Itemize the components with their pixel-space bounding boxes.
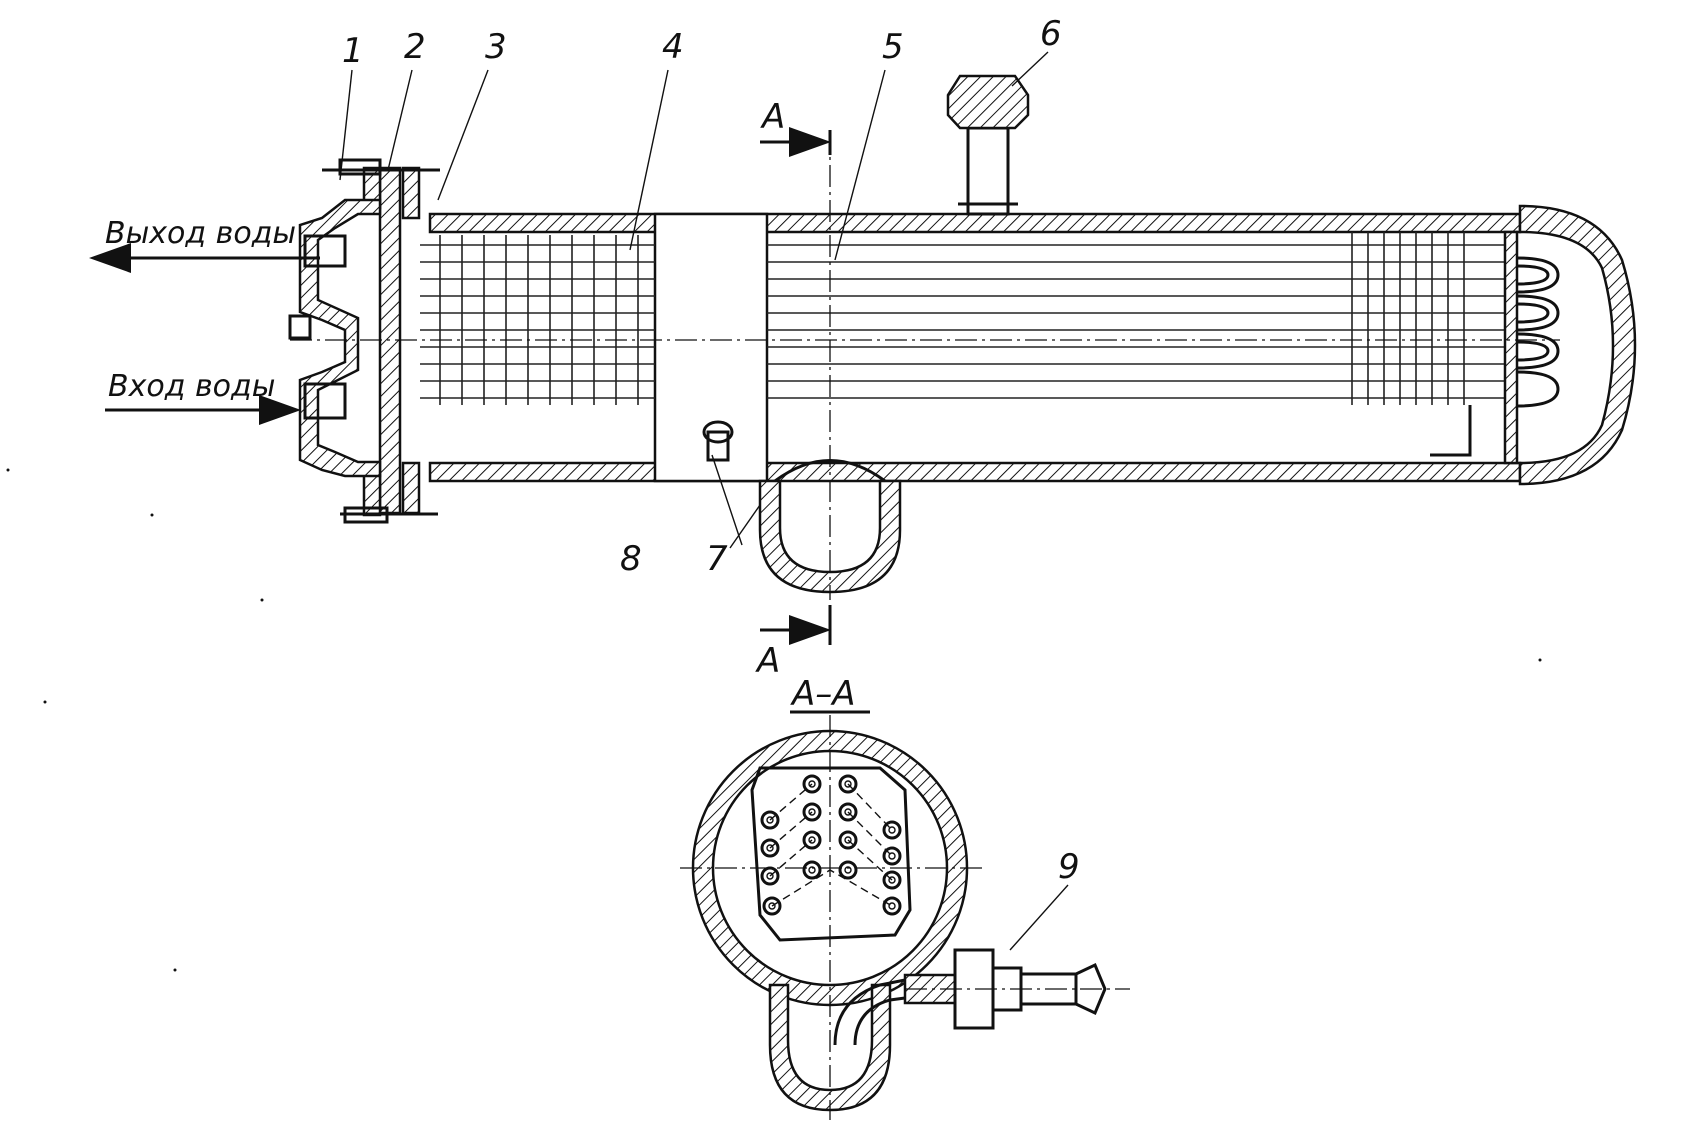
- callout-1: 1: [342, 31, 364, 71]
- callout-4: 4: [662, 27, 684, 67]
- tube-plate: [750, 766, 912, 942]
- callout-leaders: [339, 51, 1049, 549]
- shell-top-wall: [428, 212, 1522, 234]
- tube-holes: [760, 774, 902, 916]
- callout-9-leader: [1009, 884, 1069, 951]
- main-section: Выход воды Вход воды A A 1 2 3 4 5 6 7 8: [89, 14, 1637, 681]
- rear-cover: [1518, 204, 1637, 486]
- section-title: A–A: [790, 674, 856, 714]
- drain-valve: [903, 948, 1130, 1030]
- section-mark-top: A: [760, 97, 785, 137]
- callout-9: 9: [1058, 847, 1080, 887]
- u-bends: [1516, 256, 1560, 408]
- callout-2: 2: [404, 27, 426, 67]
- callout-7: 7: [706, 539, 728, 579]
- vent-fitting: [946, 74, 1030, 216]
- section-mark-bottom: A: [755, 641, 780, 681]
- callout-6: 6: [1040, 14, 1062, 54]
- scan-specks: [6, 468, 1542, 972]
- callout-5: 5: [882, 27, 904, 67]
- cut-band: [653, 212, 769, 483]
- callout-3: 3: [485, 27, 507, 67]
- shell-bottom-wall: [428, 461, 1522, 483]
- inlet-label: Вход воды: [108, 369, 275, 404]
- tube-bundle-left: [420, 235, 655, 405]
- plug: [702, 420, 734, 462]
- cross-section-a-a: A–A: [680, 674, 1130, 1120]
- callout-8: 8: [620, 539, 642, 579]
- outlet-label: Выход воды: [105, 216, 296, 251]
- tube-bundle-right: [767, 230, 1519, 465]
- section-sump: [768, 983, 892, 1112]
- front-head: [288, 158, 440, 524]
